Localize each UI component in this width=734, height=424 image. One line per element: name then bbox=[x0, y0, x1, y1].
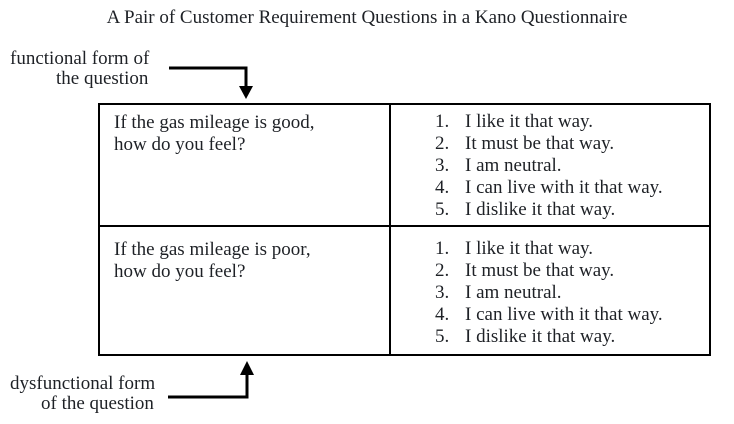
option-number: 3. bbox=[435, 282, 450, 303]
question-text-line2: how do you feel? bbox=[114, 134, 246, 155]
option-number: 5. bbox=[435, 326, 450, 347]
list-item: 2. It must be that way. bbox=[435, 260, 705, 282]
option-number: 1. bbox=[435, 111, 450, 132]
figure-title: A Pair of Customer Requirement Questions… bbox=[106, 7, 628, 28]
option-number: 2. bbox=[435, 133, 450, 154]
list-item: 1. I like it that way. bbox=[435, 238, 705, 260]
option-text: I dislike it that way. bbox=[465, 326, 616, 347]
question-text-line2: how do you feel? bbox=[114, 261, 246, 282]
list-item: 5. I dislike it that way. bbox=[435, 199, 705, 221]
functional-options-cell: 1. I like it that way. 2. It must be that … bbox=[389, 105, 709, 225]
option-text: I can live with it that way. bbox=[465, 177, 663, 198]
dysfunctional-arrow-line bbox=[168, 374, 249, 399]
list-item: 4. I can live with it that way. bbox=[435, 304, 705, 326]
list-item: 5. I dislike it that way. bbox=[435, 326, 705, 348]
functional-form-label-line2: the question bbox=[56, 68, 149, 89]
dysfunctional-form-label-line1: dysfunctional form bbox=[10, 373, 156, 394]
dysfunctional-question-cell: If the gas mileage is poor, how do you f… bbox=[100, 225, 389, 354]
option-text: It must be that way. bbox=[465, 260, 615, 281]
option-number: 3. bbox=[435, 155, 450, 176]
functional-question-cell: If the gas mileage is good, how do you f… bbox=[100, 105, 389, 225]
list-item: 3. I am neutral. bbox=[435, 282, 705, 304]
option-number: 1. bbox=[435, 238, 450, 259]
list-item: 3. I am neutral. bbox=[435, 155, 705, 177]
dysfunctional-form-label-line2: of the question bbox=[41, 393, 154, 414]
option-text: I dislike it that way. bbox=[465, 199, 616, 220]
functional-arrow-down-icon bbox=[239, 86, 253, 99]
dysfunctional-arrow-up-icon bbox=[240, 361, 254, 375]
option-text: It must be that way. bbox=[465, 133, 615, 154]
list-item: 1. I like it that way. bbox=[435, 111, 705, 133]
option-text: I like it that way. bbox=[465, 111, 594, 132]
question-text-line1: If the gas mileage is good, bbox=[114, 112, 315, 133]
functional-form-label-line1: functional form of bbox=[10, 48, 150, 69]
question-text-line1: If the gas mileage is poor, bbox=[114, 239, 311, 260]
option-text: I can live with it that way. bbox=[465, 304, 663, 325]
question-table: If the gas mileage is good, how do you f… bbox=[98, 103, 711, 356]
option-text: I am neutral. bbox=[465, 155, 562, 176]
dysfunctional-options-cell: 1. I like it that way. 2. It must be that … bbox=[389, 225, 709, 354]
list-item: 4. I can live with it that way. bbox=[435, 177, 705, 199]
functional-arrow-line bbox=[169, 66, 248, 87]
option-number: 4. bbox=[435, 304, 450, 325]
option-number: 5. bbox=[435, 199, 450, 220]
option-number: 2. bbox=[435, 260, 450, 281]
option-text: I am neutral. bbox=[465, 282, 562, 303]
option-text: I like it that way. bbox=[465, 238, 594, 259]
list-item: 2. It must be that way. bbox=[435, 133, 705, 155]
option-number: 4. bbox=[435, 177, 450, 198]
